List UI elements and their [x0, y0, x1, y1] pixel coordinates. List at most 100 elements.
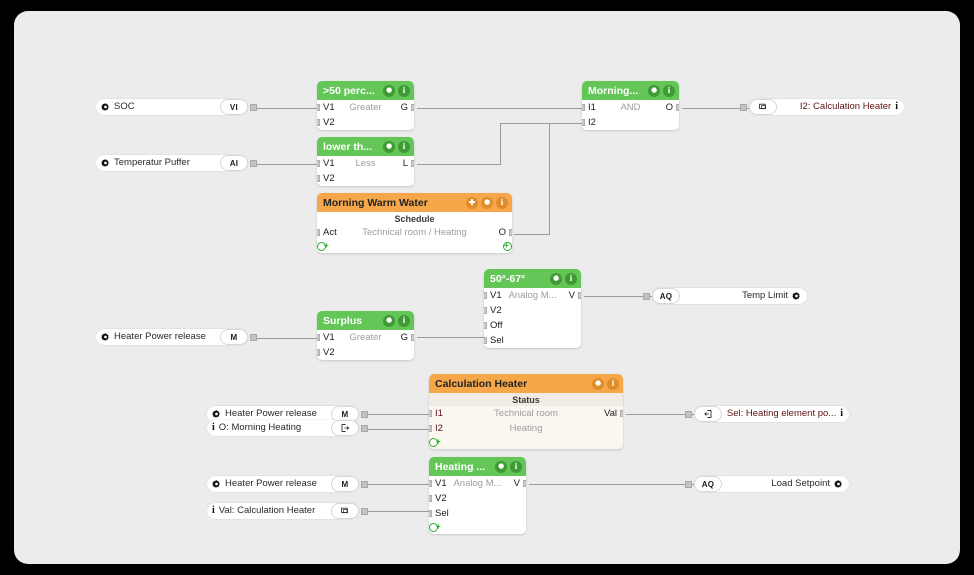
info-icon[interactable]: i: [496, 196, 508, 209]
input-port[interactable]: [429, 510, 432, 517]
io-target-selheat[interactable]: Sel: Heating element po...i: [694, 406, 849, 422]
gear-icon[interactable]: [495, 460, 507, 473]
io-type-badge[interactable]: AI: [220, 155, 248, 171]
info-icon[interactable]: i: [398, 140, 410, 153]
connection-stub[interactable]: [361, 411, 368, 418]
io-type-badge[interactable]: AQ: [652, 288, 680, 304]
input-port[interactable]: [484, 307, 487, 314]
copy-icon[interactable]: [331, 503, 359, 519]
gear-icon[interactable]: [383, 84, 395, 97]
block-operation-label: Greater: [349, 332, 382, 343]
connection-stub[interactable]: [361, 425, 368, 432]
connection-stub[interactable]: [361, 508, 368, 515]
connection-stub[interactable]: [250, 104, 257, 111]
info-icon[interactable]: i: [607, 377, 619, 390]
gear-icon[interactable]: [383, 314, 395, 327]
add-input-icon[interactable]: +: [317, 242, 329, 251]
output-port[interactable]: [411, 334, 414, 341]
input-port[interactable]: [317, 104, 320, 111]
output-port[interactable]: [620, 410, 623, 417]
input-port[interactable]: [484, 322, 487, 329]
output-port[interactable]: [411, 104, 414, 111]
output-port[interactable]: [676, 104, 679, 111]
connection-stub[interactable]: [685, 481, 692, 488]
plus-icon[interactable]: ✚: [466, 196, 478, 209]
output-port[interactable]: [411, 160, 414, 167]
gear-icon[interactable]: [648, 84, 660, 97]
info-icon[interactable]: i: [565, 272, 577, 285]
import-icon[interactable]: [694, 406, 722, 422]
input-port[interactable]: [484, 292, 487, 299]
block-header[interactable]: Heating ...i: [429, 457, 526, 476]
info-icon[interactable]: i: [398, 84, 410, 97]
add-output-icon[interactable]: +: [503, 242, 512, 251]
io-type-badge[interactable]: M: [220, 329, 248, 345]
info-icon[interactable]: i: [398, 314, 410, 327]
connection-stub[interactable]: [685, 411, 692, 418]
input-port[interactable]: [484, 337, 487, 344]
input-port[interactable]: [317, 119, 320, 126]
gear-icon[interactable]: [592, 377, 604, 390]
gear-icon[interactable]: [550, 272, 562, 285]
input-port[interactable]: [429, 410, 432, 417]
info-icon[interactable]: i: [663, 84, 675, 97]
block-header[interactable]: >50 perc...i: [317, 81, 414, 100]
gear-icon[interactable]: [481, 196, 493, 209]
block-header-icons: i: [592, 377, 619, 390]
export-icon[interactable]: [331, 420, 359, 436]
input-port[interactable]: [317, 334, 320, 341]
connection-stub[interactable]: [740, 104, 747, 111]
connection-stub[interactable]: [250, 160, 257, 167]
io-type-badge[interactable]: AQ: [694, 476, 722, 492]
block-header[interactable]: Morning Warm Water✚i: [317, 193, 512, 212]
port-label-in: V2: [490, 305, 502, 316]
connection-stub[interactable]: [361, 481, 368, 488]
input-port[interactable]: [317, 160, 320, 167]
input-port[interactable]: [429, 425, 432, 432]
copy-icon[interactable]: [749, 99, 777, 115]
block-header[interactable]: lower th...i: [317, 137, 414, 156]
connection-stub[interactable]: [250, 334, 257, 341]
add-input-icon[interactable]: +: [429, 438, 441, 447]
io-type-badge[interactable]: VI: [220, 99, 248, 115]
output-port[interactable]: [578, 292, 581, 299]
io-source-hpr3[interactable]: Heater Power release M: [207, 476, 359, 492]
input-port[interactable]: [317, 175, 320, 182]
add-input-icon[interactable]: +: [429, 523, 441, 532]
info-icon[interactable]: i: [510, 460, 522, 473]
io-source-label: Heater Power release: [225, 478, 317, 490]
input-port[interactable]: [582, 104, 585, 111]
output-port[interactable]: [509, 229, 512, 236]
input-port[interactable]: [582, 119, 585, 126]
gear-icon[interactable]: [383, 140, 395, 153]
output-port[interactable]: [523, 480, 526, 487]
input-port[interactable]: [429, 495, 432, 502]
input-port[interactable]: [429, 480, 432, 487]
block-header[interactable]: Morning...i: [582, 81, 679, 100]
connection-stub[interactable]: [643, 293, 650, 300]
block-header[interactable]: 50°-67°i: [484, 269, 581, 288]
input-port[interactable]: [317, 349, 320, 356]
io-type-badge[interactable]: M: [331, 476, 359, 492]
input-port[interactable]: [317, 229, 320, 236]
